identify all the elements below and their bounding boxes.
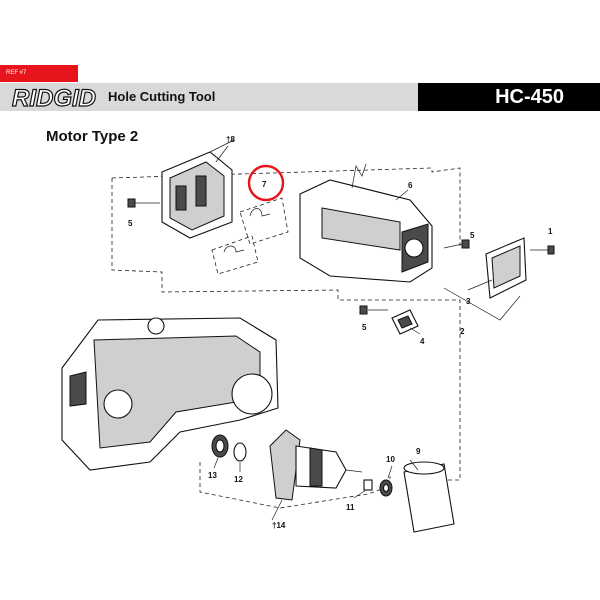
callout-13: 13 xyxy=(208,471,217,480)
callout-11: 11 xyxy=(346,503,355,512)
tool-name: Hole Cutting Tool xyxy=(108,89,216,104)
brush-plate xyxy=(485,237,527,299)
brush-part xyxy=(211,197,289,275)
stator-part xyxy=(161,139,235,239)
bearing-13 xyxy=(211,434,229,458)
callout-9: 9 xyxy=(416,447,421,456)
sleeve-part xyxy=(403,461,455,533)
callout-2: 2 xyxy=(460,327,465,336)
callout-10: 10 xyxy=(386,455,395,464)
screw-left xyxy=(127,198,160,208)
callout-14: †14 xyxy=(272,521,286,530)
ref-tag: REF #7 xyxy=(0,65,78,82)
callout-7: 7 xyxy=(262,180,267,189)
bearing-10 xyxy=(379,479,393,497)
screw-far-right xyxy=(530,245,555,255)
motor-housing xyxy=(299,163,433,283)
switch-part xyxy=(359,305,419,335)
callout-6: 6 xyxy=(408,181,413,190)
callout-5b: 5 xyxy=(470,231,475,240)
callout-5a: 5 xyxy=(128,219,133,228)
bracket-2 xyxy=(443,287,521,321)
highlight-ring xyxy=(247,164,285,202)
model-number: HC-450 xyxy=(418,83,600,111)
bearing-11 xyxy=(363,479,373,491)
gear-housing xyxy=(61,317,279,471)
callout-8: †8 xyxy=(226,135,235,144)
brand-logo: RIDGID xyxy=(11,84,96,112)
callout-5c: 5 xyxy=(362,323,367,332)
screw-right xyxy=(443,239,470,249)
armature-part xyxy=(269,429,363,501)
section-title: Motor Type 2 xyxy=(46,128,139,145)
callout-1: 1 xyxy=(548,227,553,236)
assembly-frame-upper xyxy=(111,167,461,481)
bearing-12 xyxy=(233,442,247,462)
callout-12: 12 xyxy=(234,475,243,484)
callout-4: 4 xyxy=(420,337,425,346)
callout-3: 3 xyxy=(466,297,471,306)
